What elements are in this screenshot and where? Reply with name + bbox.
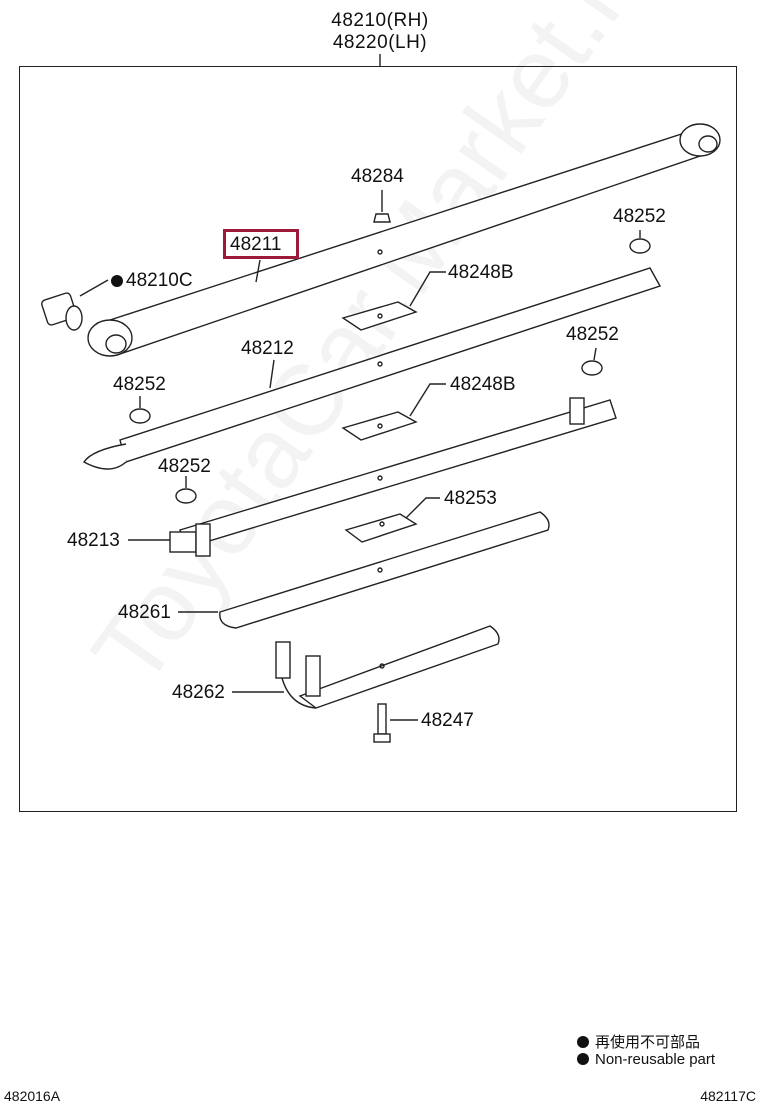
non-reusable-dot-icon — [577, 1036, 589, 1048]
bumper-cap-3 — [581, 360, 603, 376]
leader-48248Bb — [409, 383, 446, 417]
callout-48248B-b[interactable]: 48248B — [450, 374, 516, 395]
third-leaf-48213 — [169, 397, 617, 557]
callout-48252-b[interactable]: 48252 — [113, 374, 166, 395]
callout-48284[interactable]: 48284 — [351, 166, 404, 187]
second-leaf-48212 — [82, 267, 662, 470]
figure-code-right: 482117C — [700, 1088, 756, 1104]
callout-48213[interactable]: 48213 — [67, 530, 120, 551]
callout-48252-d[interactable]: 48252 — [158, 456, 211, 477]
leaf-48261 — [219, 511, 550, 629]
bushing-48210C — [41, 292, 83, 331]
legend-jp-text: 再使用不可部品 — [595, 1034, 701, 1051]
legend-jp: 再使用不可部品 — [577, 1031, 700, 1052]
assembly-number-lh: 48220(LH) — [332, 32, 428, 53]
callout-48211[interactable]: 48211 — [230, 234, 282, 255]
leader-48253 — [405, 497, 440, 519]
legend-en: Non-reusable part — [577, 1051, 715, 1068]
pad-48248B-upper — [341, 301, 418, 331]
callout-48253[interactable]: 48253 — [444, 488, 497, 509]
non-reusable-dot-icon — [577, 1053, 589, 1065]
assembly-number-rh: 48210(RH) — [331, 10, 429, 31]
bumper-cap-2 — [129, 408, 151, 424]
callout-48248B-a[interactable]: 48248B — [448, 262, 514, 283]
center-nut — [373, 213, 391, 223]
center-bolt-48247 — [373, 703, 391, 743]
leader-48248Ba — [409, 271, 446, 307]
leader-48210C — [79, 279, 109, 297]
callout-48212[interactable]: 48212 — [241, 338, 294, 359]
leader-48212 — [269, 359, 275, 389]
leader-48252c — [593, 347, 597, 361]
callout-48261[interactable]: 48261 — [118, 602, 171, 623]
non-reusable-dot-icon — [111, 275, 123, 287]
callout-48252-a[interactable]: 48252 — [613, 206, 666, 227]
bumper-cap-1 — [629, 238, 651, 254]
leader-48211 — [255, 259, 261, 283]
callout-48247[interactable]: 48247 — [421, 710, 474, 731]
pad-48248B-lower — [341, 411, 418, 441]
leaf-48262 — [275, 625, 500, 709]
main-leaf-48211 — [87, 123, 721, 357]
legend-en-text: Non-reusable part — [595, 1051, 716, 1068]
callout-48210C-label: 48210C — [126, 270, 193, 291]
callout-48210C[interactable]: 48210C — [111, 270, 193, 292]
highlight-box-48211 — [223, 229, 299, 259]
callout-48262[interactable]: 48262 — [172, 682, 225, 703]
diagram-frame — [19, 66, 737, 812]
callout-48252-c[interactable]: 48252 — [566, 324, 619, 345]
figure-code-left: 482016A — [4, 1088, 61, 1104]
bumper-cap-4 — [175, 488, 197, 504]
spacer-48253 — [344, 513, 418, 543]
